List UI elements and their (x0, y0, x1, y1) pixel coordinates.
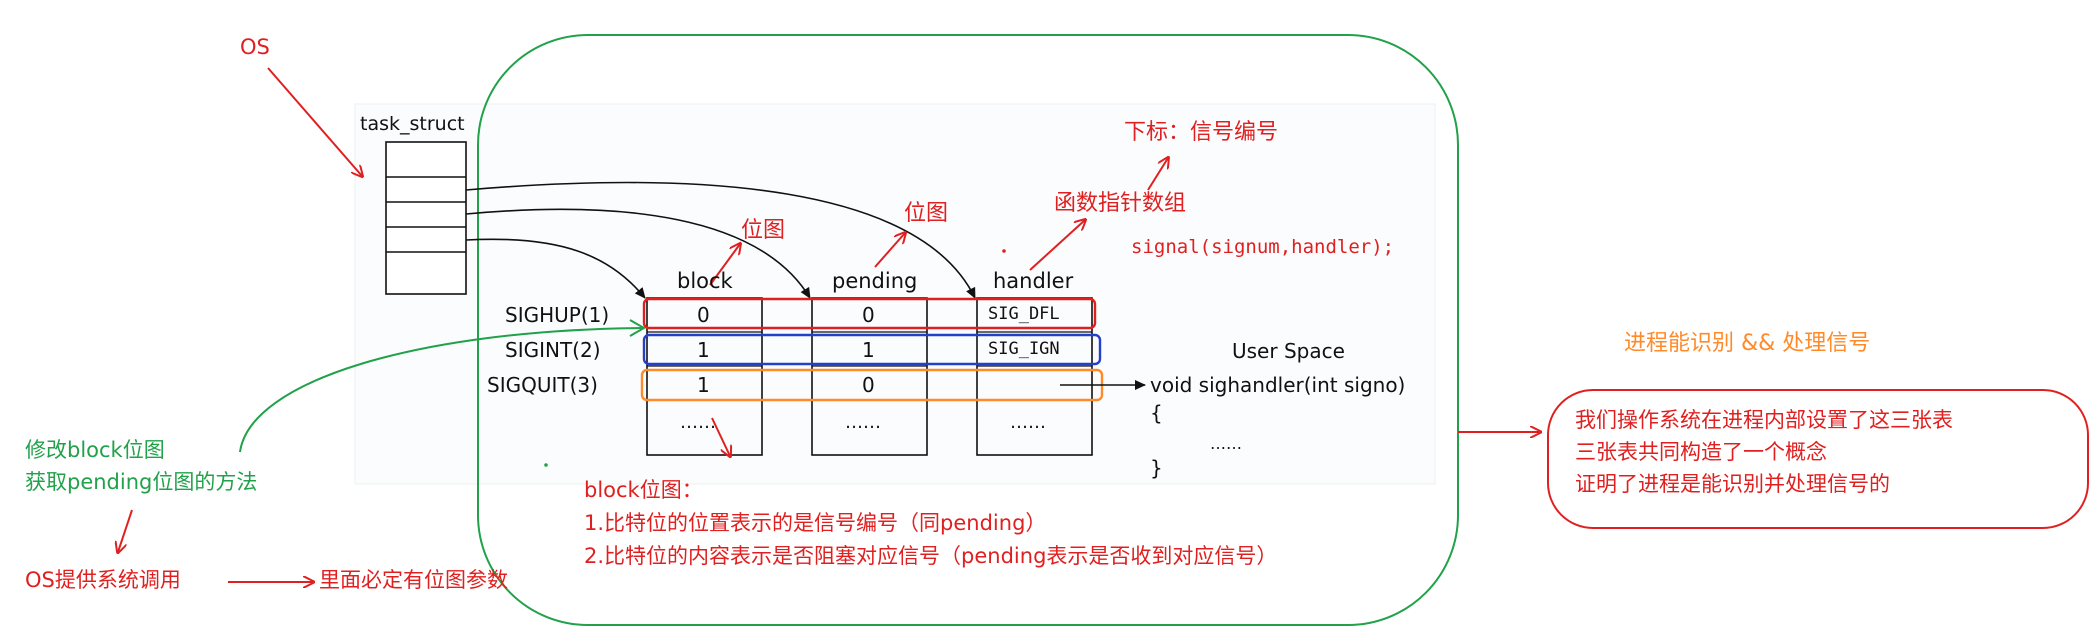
row-name-sigquit: SIGQUIT(3) (487, 373, 598, 397)
task-struct-box (385, 141, 467, 295)
arrow-block-bitmap (709, 244, 740, 286)
left-note-line2: 获取pending位图的方法 (25, 470, 258, 494)
arrow-notes-to-os (118, 509, 133, 552)
dot-red (1002, 249, 1006, 253)
column-header-block: block (677, 269, 733, 293)
arrow-funcptr-index (1147, 158, 1168, 191)
row-name-sighup: SIGHUP(1) (505, 303, 610, 327)
task-struct-label: task_struct (360, 113, 465, 135)
os-label: OS (240, 35, 270, 59)
cell-sigint-handler: SIG_IGN (988, 339, 1060, 359)
must-have-param-label: 里面必定有位图参数 (319, 568, 508, 592)
background-area (354, 103, 1436, 485)
annotation-func-ptr-array: 函数指针数组 (1054, 191, 1187, 216)
cell-sighup-pending: 0 (862, 303, 875, 327)
column-header-pending: pending (832, 269, 918, 293)
row-name-sigint: SIGINT(2) (505, 338, 601, 362)
cell-sighup-handler: SIG_DFL (988, 304, 1060, 324)
block-explain-title: block位图： (584, 478, 703, 502)
arrow-to-pending (465, 208, 811, 299)
block-explain-point1: 1.比特位的位置表示的是信号编号（同pending） (584, 511, 1047, 535)
os-syscall-label: OS提供系统调用 (25, 568, 181, 592)
annotation-signal-call: signal(signum,handler); (1131, 236, 1395, 258)
user-space-close-brace: } (1150, 456, 1163, 480)
cell-ellipsis-block: …… (680, 412, 716, 433)
cell-sigquit-pending: 0 (862, 373, 875, 397)
cell-sigint-pending: 1 (862, 338, 875, 362)
column-header-handler: handler (993, 269, 1074, 293)
cell-sigquit-block: 1 (697, 373, 710, 397)
user-space-title: User Space (1232, 339, 1345, 363)
right-line3: 证明了进程是能识别并处理信号的 (1575, 472, 1890, 496)
user-space-open-brace: { (1150, 401, 1163, 425)
annotation-bitmap-pending: 位图 (904, 201, 949, 226)
arrow-block-explain (711, 417, 730, 456)
annotation-bitmap-block: 位图 (741, 218, 786, 243)
arrow-os-to-task (267, 67, 362, 176)
green-region (477, 34, 1459, 626)
green-curve-arrowhead (629, 319, 647, 337)
conclusion-box (1547, 389, 2089, 529)
annotation-index-signal: 下标：信号编号 (1124, 120, 1279, 145)
row-highlight-sighup (642, 297, 1097, 330)
right-line1: 我们操作系统在进程内部设置了这三张表 (1575, 408, 1953, 432)
cell-ellipsis-handler: …… (1010, 412, 1046, 433)
arrow-pending-bitmap (874, 233, 905, 268)
arrow-to-block (465, 238, 646, 299)
user-space-body: …… (1210, 434, 1242, 453)
left-note-line1: 修改block位图 (25, 438, 165, 462)
cell-sigint-block: 1 (697, 338, 710, 362)
user-space-signature: void sighandler(int signo) (1150, 373, 1406, 397)
arrow-handler-funcptr (1029, 220, 1085, 271)
row-highlight-sigint (642, 333, 1102, 366)
cell-sighup-block: 0 (697, 303, 710, 327)
right-line2: 三张表共同构造了一个概念 (1575, 440, 1827, 464)
arrow-to-handler (465, 181, 976, 299)
green-curve-arrow (239, 327, 643, 453)
cell-ellipsis-pending: …… (845, 412, 881, 433)
right-heading: 进程能识别 && 处理信号 (1624, 331, 1871, 356)
dot-green (544, 463, 548, 467)
block-explain-point2: 2.比特位的内容表示是否阻塞对应信号（pending表示是否收到对应信号） (584, 544, 1278, 568)
